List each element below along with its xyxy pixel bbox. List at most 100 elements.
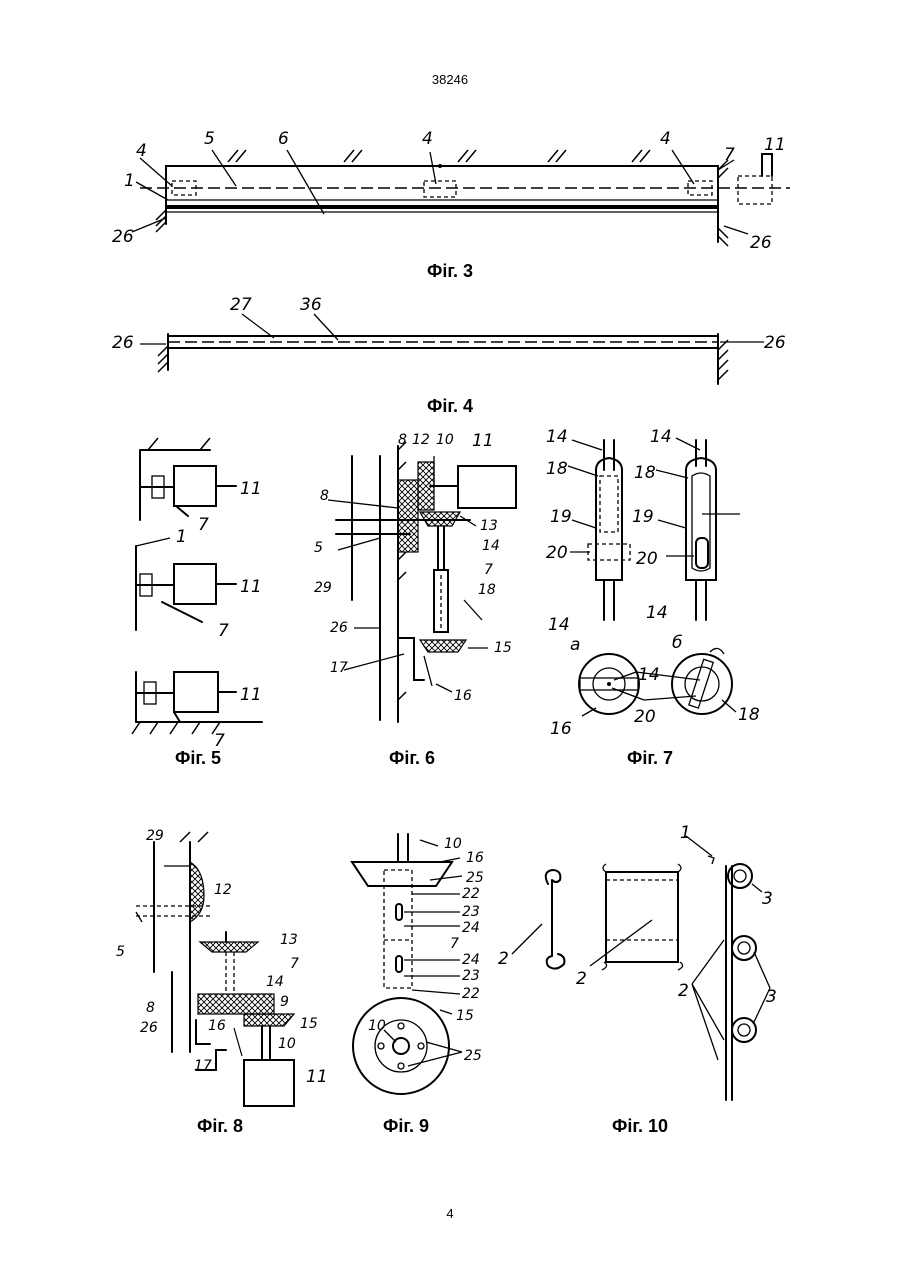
label-13: 13 (480, 518, 498, 534)
figure-8: 29 12 5 13 7 14 8 9 16 15 26 10 17 11 Фі… (116, 828, 328, 1136)
label-1: 1 (176, 527, 187, 547)
label-8: 8 (146, 1000, 155, 1016)
figure-8-caption: Фіг. 8 (197, 1116, 243, 1136)
label-4: 4 (422, 129, 433, 149)
label-14: 14 (266, 974, 284, 990)
figure-7: 14 14 18 18 19 19 20 20 14 14 а б 14 16 … (546, 427, 760, 768)
label-7: 7 (218, 621, 229, 641)
label-2: 2 (678, 981, 689, 1001)
label-29: 29 (146, 828, 164, 844)
label-25: 25 (466, 870, 484, 886)
figure-4-caption: Фіг. 4 (427, 396, 473, 416)
label-1: 1 (680, 823, 691, 843)
label-b: б (672, 633, 682, 653)
label-16: 16 (454, 688, 472, 704)
label-16: 16 (550, 719, 572, 739)
label-22: 22 (462, 986, 480, 1002)
label-11: 11 (240, 479, 262, 499)
label-14: 14 (548, 615, 570, 635)
label-11: 11 (240, 685, 262, 705)
label-20: 20 (546, 543, 568, 563)
label-4: 4 (136, 141, 147, 161)
label-18: 18 (738, 705, 760, 725)
label-a: а (570, 635, 580, 655)
label-7: 7 (290, 956, 299, 972)
label-11: 11 (306, 1067, 328, 1087)
label-1: 1 (124, 171, 135, 191)
label-17: 17 (330, 660, 348, 676)
label-11: 11 (764, 135, 786, 155)
label-16: 16 (466, 850, 484, 866)
label-5: 5 (116, 944, 125, 960)
label-26: 26 (764, 333, 786, 353)
label-22: 22 (462, 886, 480, 902)
figure-3: 4 5 6 1 26 4 4 7 11 26 Фіг. 3 (112, 129, 790, 281)
label-14: 14 (650, 427, 672, 447)
label-15: 15 (456, 1008, 474, 1024)
label-5: 5 (204, 129, 215, 149)
document-number: 38246 (432, 72, 468, 87)
label-13: 13 (280, 932, 298, 948)
label-7: 7 (484, 562, 493, 578)
label-26: 26 (112, 333, 134, 353)
label-7: 7 (724, 145, 735, 165)
label-23: 23 (462, 904, 480, 920)
figure-9-caption: Фіг. 9 (383, 1116, 429, 1136)
label-4: 4 (660, 129, 671, 149)
label-23: 23 (462, 968, 480, 984)
label-26: 26 (112, 227, 134, 247)
label-18: 18 (634, 463, 656, 483)
label-6: 6 (278, 129, 289, 149)
label-26: 26 (140, 1020, 158, 1036)
label-24: 24 (462, 920, 480, 936)
label-12: 12 (412, 432, 430, 448)
label-11: 11 (472, 431, 494, 451)
label-17: 17 (194, 1058, 212, 1074)
label-2: 2 (498, 949, 509, 969)
label-14: 14 (646, 603, 668, 623)
label-16: 16 (208, 1018, 226, 1034)
label-10: 10 (368, 1018, 386, 1034)
label-5: 5 (314, 540, 323, 556)
label-10: 10 (278, 1036, 296, 1052)
figure-10-caption: Фіг. 10 (612, 1116, 668, 1136)
label-18: 18 (478, 582, 496, 598)
label-26: 26 (750, 233, 772, 253)
label-20: 20 (636, 549, 658, 569)
label-24: 24 (462, 952, 480, 968)
label-29: 29 (314, 580, 332, 596)
label-19: 19 (632, 507, 654, 527)
label-12: 12 (214, 882, 232, 898)
label-9: 9 (280, 994, 289, 1010)
figure-6: 8 12 10 11 8 13 5 14 7 29 18 26 15 17 16… (314, 431, 516, 768)
figure-9: 10 16 25 22 23 24 7 24 23 22 10 15 25 Фі… (352, 834, 484, 1136)
label-3: 3 (762, 889, 773, 909)
label-7: 7 (450, 936, 459, 952)
label-10: 10 (436, 432, 454, 448)
label-14: 14 (638, 665, 660, 685)
label-26: 26 (330, 620, 348, 636)
label-11: 11 (240, 577, 262, 597)
figure-5: 11 7 1 11 7 11 7 Фіг. 5 (132, 438, 262, 768)
label-3: 3 (766, 987, 777, 1007)
label-25: 25 (464, 1048, 482, 1064)
label-15: 15 (300, 1016, 318, 1032)
figure-6-caption: Фіг. 6 (389, 748, 435, 768)
label-15: 15 (494, 640, 512, 656)
figure-5-caption: Фіг. 5 (175, 748, 221, 768)
label-20: 20 (634, 707, 656, 727)
label-8: 8 (398, 432, 407, 448)
label-7: 7 (198, 515, 209, 535)
figure-7-caption: Фіг. 7 (627, 748, 673, 768)
label-10: 10 (444, 836, 462, 852)
label-36: 36 (300, 295, 322, 315)
figure-3-caption: Фіг. 3 (427, 261, 473, 281)
label-14: 14 (482, 538, 500, 554)
label-14: 14 (546, 427, 568, 447)
label-19: 19 (550, 507, 572, 527)
figure-10: 2 2 1 3 2 3 Фіг. 10 (498, 823, 777, 1136)
page-number: 4 (446, 1206, 453, 1221)
label-18: 18 (546, 459, 568, 479)
label-2: 2 (576, 969, 587, 989)
